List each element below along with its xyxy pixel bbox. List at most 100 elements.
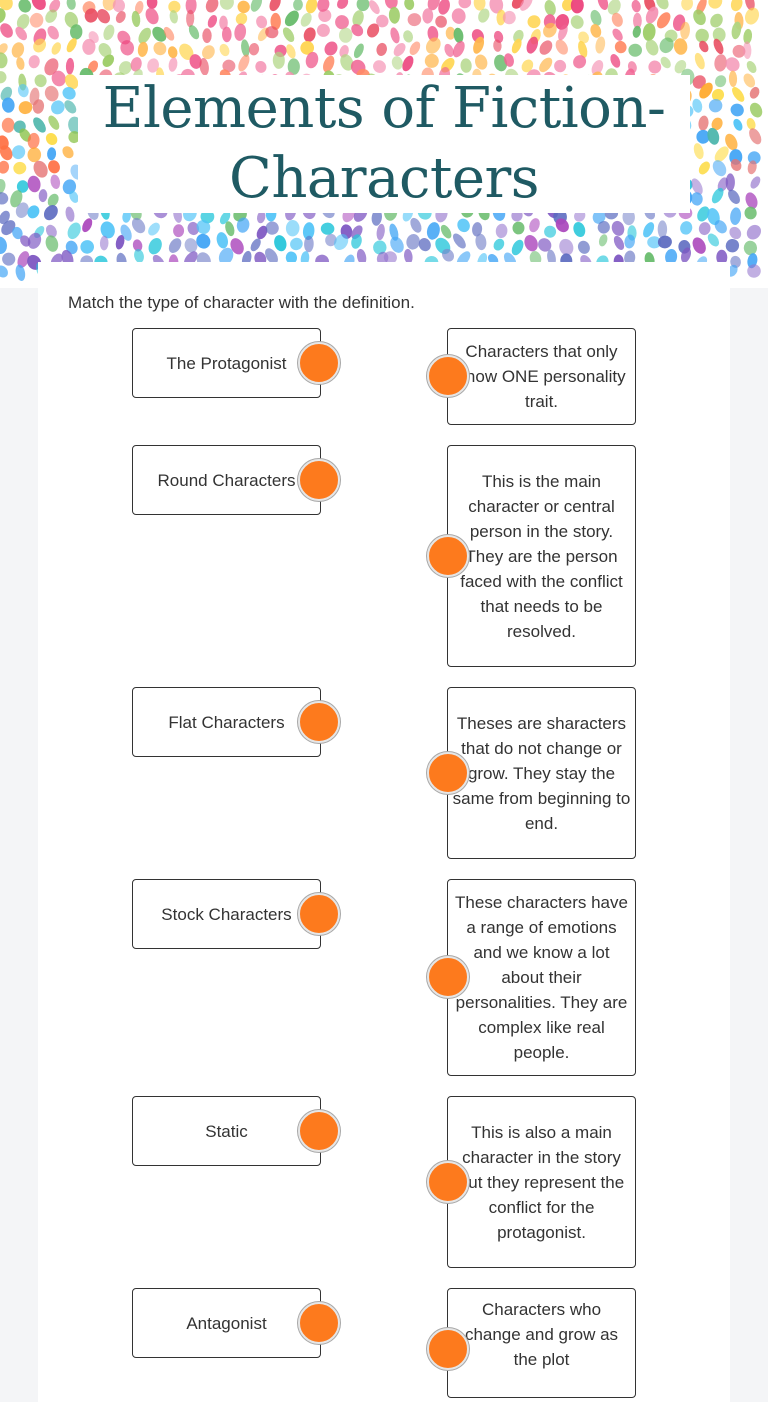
confetti-dab [236, 217, 250, 233]
confetti-dab [340, 54, 354, 71]
confetti-dab [402, 55, 414, 72]
confetti-dab [168, 57, 178, 72]
title-line-1: Elements of Fiction- [102, 76, 666, 141]
match-dot-right[interactable] [427, 752, 469, 794]
match-dot-right[interactable] [427, 535, 469, 577]
confetti-dab [598, 234, 608, 247]
confetti-dab [102, 54, 115, 67]
confetti-dab [163, 26, 175, 41]
confetti-dab [708, 99, 723, 113]
confetti-dab [219, 211, 231, 225]
match-dot-left[interactable] [298, 893, 340, 935]
match-dot-right[interactable] [427, 1328, 469, 1370]
confetti-dab [237, 0, 250, 14]
confetti-dab [130, 57, 142, 72]
confetti-dab [134, 0, 144, 15]
match-dot-right[interactable] [427, 1161, 469, 1203]
confetti-dab [0, 23, 13, 38]
confetti-dab [390, 27, 400, 44]
definition-box[interactable]: This is the main character or central pe… [447, 445, 636, 667]
confetti-dab [2, 252, 16, 266]
confetti-dab [338, 27, 353, 43]
confetti-dab [422, 8, 434, 24]
title-line-2: Characters [229, 146, 539, 211]
confetti-dab [153, 41, 167, 56]
confetti-dab [628, 43, 642, 57]
confetti-dab [725, 57, 740, 72]
definition-box[interactable]: This is also a main character in the sto… [447, 1096, 636, 1268]
term-label: Flat Characters [168, 712, 285, 732]
instructions: Match the type of character with the def… [68, 293, 415, 312]
confetti-dab [633, 12, 642, 29]
confetti-dab [693, 9, 706, 26]
confetti-dab [31, 0, 46, 10]
confetti-dab [99, 235, 109, 251]
confetti-dab [539, 57, 553, 73]
confetti-dab [15, 26, 28, 41]
match-dot-left[interactable] [298, 701, 340, 743]
confetti-dab [504, 53, 514, 67]
confetti-dab [17, 251, 30, 268]
confetti-dab [681, 247, 691, 263]
definition-box[interactable]: Theses are sharacters that do not change… [447, 687, 636, 859]
confetti-dab [732, 44, 746, 58]
confetti-dab [496, 9, 506, 26]
confetti-dab [17, 83, 29, 98]
confetti-dab [527, 15, 541, 29]
confetti-dab [418, 238, 431, 252]
term-box-antagonist[interactable]: Antagonist [132, 1288, 321, 1358]
confetti-dab [272, 51, 285, 69]
confetti-dab [80, 240, 94, 254]
confetti-dab [167, 46, 178, 59]
confetti-dab [102, 0, 116, 11]
confetti-dab [256, 15, 268, 29]
confetti-dab [714, 220, 727, 234]
confetti-dab [0, 8, 6, 24]
confetti-dab [282, 27, 295, 43]
confetti-dab [188, 25, 200, 40]
match-dot-left[interactable] [298, 1302, 340, 1344]
confetti-dab [184, 238, 198, 253]
confetti-dab [48, 115, 60, 130]
confetti-dab [27, 205, 40, 219]
confetti-dab [728, 70, 738, 87]
match-dot-right[interactable] [427, 355, 469, 397]
confetti-dab [712, 27, 726, 42]
confetti-dab [657, 220, 668, 239]
confetti-dab [458, 0, 472, 9]
match-dot-right[interactable] [427, 956, 469, 998]
confetti-dab [265, 248, 278, 264]
match-dot-left[interactable] [298, 342, 340, 384]
confetti-dab [693, 143, 704, 160]
confetti-dab [457, 218, 470, 233]
confetti-dab [747, 151, 761, 165]
confetti-dab [179, 43, 194, 60]
definition-box[interactable]: Characters that only show ONE personalit… [447, 328, 636, 425]
definition-box[interactable]: Characters who change and grow as the pl… [447, 1288, 636, 1398]
confetti-dab [234, 23, 247, 41]
confetti-dab [376, 14, 389, 28]
match-dot-left[interactable] [298, 459, 340, 501]
confetti-dab [744, 206, 757, 220]
confetti-dab [33, 38, 47, 53]
confetti-dab [45, 132, 58, 146]
term-box-stock-characters[interactable]: Stock Characters [132, 879, 321, 949]
confetti-dab [403, 30, 414, 43]
confetti-dab [444, 43, 454, 57]
confetti-dab [0, 0, 13, 11]
term-box-static[interactable]: Static [132, 1096, 321, 1166]
confetti-dab [27, 175, 41, 193]
definition-text: Characters that only show ONE personalit… [457, 342, 626, 411]
confetti-dab [16, 57, 25, 70]
confetti-dab [611, 220, 625, 236]
term-box-protagonist[interactable]: The Protagonist [132, 328, 321, 398]
confetti-dab [376, 223, 385, 241]
match-dot-left[interactable] [298, 1110, 340, 1152]
confetti-dab [300, 41, 315, 55]
term-box-flat-characters[interactable]: Flat Characters [132, 687, 321, 757]
definition-box[interactable]: These characters have a range of emotion… [447, 879, 636, 1076]
confetti-dab [50, 174, 61, 190]
confetti-dab [495, 223, 508, 239]
term-box-round-characters[interactable]: Round Characters [132, 445, 321, 515]
confetti-dab [303, 27, 316, 43]
